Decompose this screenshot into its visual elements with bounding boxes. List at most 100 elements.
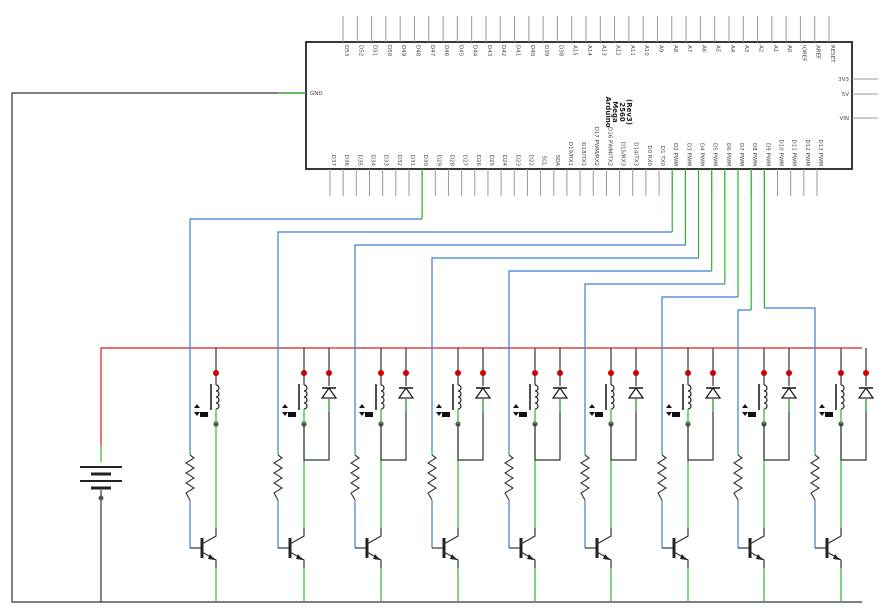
power-junction [685,370,691,376]
contact-arrow-up [819,404,825,408]
relay-channel [579,348,645,602]
top-pin-label: D44 [472,45,478,57]
bottom-pin-label: D2 PWM [672,143,678,166]
contact-arrow-up [282,404,288,408]
board-title: Arduino Mega 2560 (Rev3) [604,96,633,127]
resistor [184,454,196,501]
diode-junction [480,370,486,376]
top-pin-label: D50 [386,45,392,57]
top-pin-label: A10 [643,45,649,56]
board-title-line-4: (Rev3) [625,99,633,125]
signal-wire [508,270,712,450]
bottom-pin-label: D7 PWM [738,143,744,166]
transistor-collector [366,528,382,545]
bottom-pin-label: D34 [369,155,375,167]
relay-contact [748,412,756,417]
relay-channel [272,348,338,602]
power-junction [761,370,767,376]
battery-junction [98,495,104,501]
resistor [656,454,668,501]
relay-contact [288,412,296,417]
contact-arrow-down [589,412,595,416]
diode-junction [326,370,332,376]
relay-contact [442,412,450,417]
diode-junction [403,370,409,376]
contact-arrow-up [436,404,442,408]
board-title-line-1: Arduino [604,96,612,127]
top-pin-label: D48 [414,45,420,57]
transistor-collector [596,528,612,545]
contact-arrow-down [819,412,825,416]
top-pin-label: D42 [500,45,506,56]
top-pin-label: D51 [372,45,378,56]
top-pin-label: D52 [357,45,363,56]
top-pin-label: A13 [600,45,606,56]
transistor-collector [520,528,536,545]
diode-triangle [320,386,338,399]
relay-coil [687,384,692,410]
power-junction [301,370,307,376]
transistor-collector [826,528,842,545]
emitter-arrow [208,554,215,560]
bottom-pin-label: D35 [356,155,362,167]
relay-channel [809,348,875,602]
diode-junction [633,370,639,376]
transistor-collector [673,528,689,545]
diode-return [303,398,330,461]
bottom-pin-label: D14/TX3 [633,142,639,166]
emitter-arrow [833,554,840,560]
bottom-pin-label: D31 [409,155,415,166]
power-junction [608,370,614,376]
transistor-emitter [366,551,382,568]
bottom-pin-label: D9 PWM [764,143,770,166]
signal-wire [737,309,752,450]
bottom-pin-label: D17 PWM/RX2 [593,127,599,166]
bottom-pin-label: SCL [541,156,547,167]
power-junction [455,370,461,376]
relay-contact [365,412,373,417]
diode-return [763,398,790,461]
top-pin-label: D39 [543,45,549,57]
emitter-arrow [527,554,534,560]
relay-contact [200,412,208,417]
power-junction [213,370,219,376]
bottom-pin-label: D29 [435,155,441,167]
emitter-arrow [450,554,457,560]
power-junction [532,370,538,376]
top-pin-label: A11 [629,45,635,56]
bottom-pin-label: D12 PWM [804,140,810,167]
contact-arrow-down [513,412,519,416]
relay-coil [534,384,539,410]
relay-channel [656,348,722,602]
top-pin-label: A7 [686,45,692,53]
signal-wiring [189,169,816,450]
relay-contact [519,412,527,417]
contact-arrow-down [194,412,200,416]
contact-arrow-up [666,404,672,408]
right-pin-label: 5V [842,92,849,98]
top-pin-label: A14 [586,45,592,56]
bottom-pin-label: D10 PWM [778,140,784,167]
relay-channel [184,348,220,602]
relay-channel [349,348,415,602]
relay-contact [595,412,603,417]
board-outline [305,41,853,170]
bottom-pin-label: D22 [527,155,533,166]
diode-junction [557,370,563,376]
bottom-pin-label: D0 RX0 [646,145,652,166]
top-pin-label: A5 [715,45,721,53]
ground-rail [11,92,862,603]
bottom-pin-label: D27 [462,155,468,167]
relay-coil [457,384,462,410]
transistor-emitter [289,551,305,568]
top-pin-label: D45 [457,45,463,57]
signal-wire [189,218,423,450]
transistor-emitter [201,551,217,568]
contact-arrow-down [282,412,288,416]
bottom-pin-label: D5 PWM [712,143,718,166]
relay-contact [825,412,833,417]
transistor-collector [749,528,765,545]
